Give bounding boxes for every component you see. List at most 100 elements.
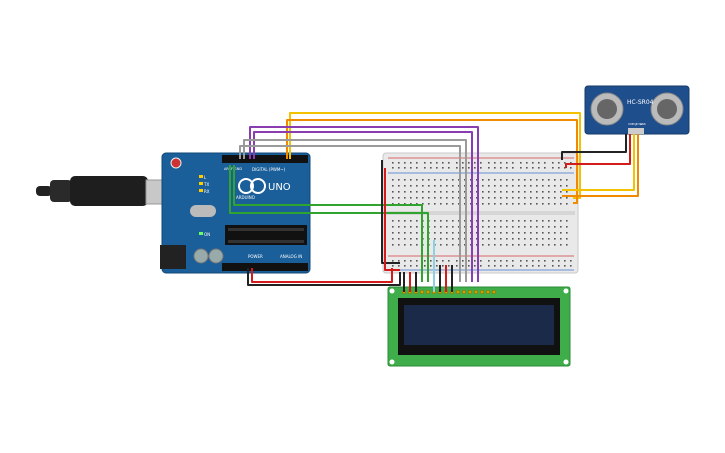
terminal-hole <box>566 185 568 187</box>
rail-hole <box>456 260 458 262</box>
terminal-hole <box>524 185 526 187</box>
terminal-hole <box>410 232 412 234</box>
ultrasonic-sensor: HC-SR04 VCC Trig Echo GND <box>584 85 690 135</box>
rail-hole <box>424 162 426 164</box>
l-led <box>199 175 203 178</box>
wire-purple-1[interactable] <box>249 126 479 282</box>
terminal-hole <box>542 226 544 228</box>
terminal-hole <box>428 203 430 205</box>
wire-red-sensor[interactable] <box>565 134 631 168</box>
terminal-hole <box>536 197 538 199</box>
wire-red-left[interactable] <box>384 168 400 271</box>
terminal-hole <box>410 203 412 205</box>
rail-hole <box>448 260 450 262</box>
terminal-hole <box>446 191 448 193</box>
rail-hole <box>442 167 444 169</box>
terminal-hole <box>404 220 406 222</box>
terminal-hole <box>446 232 448 234</box>
wire-green-1[interactable] <box>229 165 429 282</box>
terminal-hole <box>416 226 418 228</box>
rail-hole <box>512 162 514 164</box>
terminal-hole <box>458 185 460 187</box>
terminal-hole <box>446 244 448 246</box>
rail-hole <box>532 162 534 164</box>
terminal-hole <box>524 220 526 222</box>
terminal-hole <box>554 244 556 246</box>
terminal-hole <box>392 191 394 193</box>
rail-hole <box>416 260 418 262</box>
rail-hole <box>538 167 540 169</box>
terminal-hole <box>470 232 472 234</box>
rail-hole <box>552 265 554 267</box>
lcd-mount-hole-br <box>563 359 569 365</box>
rail-hole <box>416 265 418 267</box>
terminal-hole <box>488 179 490 181</box>
terminal-hole <box>506 244 508 246</box>
terminal-hole <box>422 185 424 187</box>
rail-hole <box>474 265 476 267</box>
terminal-hole <box>494 244 496 246</box>
terminal-hole <box>518 185 520 187</box>
rail-hole <box>488 265 490 267</box>
terminal-hole <box>440 185 442 187</box>
terminal-hole <box>506 197 508 199</box>
rail-hole <box>424 260 426 262</box>
wire-green-2[interactable] <box>233 165 423 282</box>
terminal-hole <box>392 232 394 234</box>
rail-hole <box>526 167 528 169</box>
rail-hole <box>392 260 394 262</box>
terminal-hole <box>434 238 436 240</box>
terminal-hole <box>404 185 406 187</box>
terminal-hole <box>416 185 418 187</box>
terminal-hole <box>518 191 520 193</box>
terminal-hole <box>482 185 484 187</box>
tx-label: TX <box>203 182 209 187</box>
terminal-hole <box>476 220 478 222</box>
terminal-hole <box>440 238 442 240</box>
digital-header <box>222 155 308 163</box>
rail-hole <box>404 167 406 169</box>
lcd-pin <box>467 289 473 295</box>
chip-pins-top <box>228 228 304 231</box>
wire-black-sensor[interactable] <box>561 134 627 160</box>
rail-hole <box>544 162 546 164</box>
wire-orange-sensor[interactable] <box>562 134 639 197</box>
rail-hole <box>436 162 438 164</box>
crystal <box>190 205 216 217</box>
terminal-hole <box>470 238 472 240</box>
terminal-hole <box>512 179 514 181</box>
terminal-hole <box>500 238 502 240</box>
terminal-hole <box>536 220 538 222</box>
terminal-hole <box>458 226 460 228</box>
rail-hole <box>474 167 476 169</box>
terminal-hole <box>512 191 514 193</box>
wire-gray-2[interactable] <box>239 145 461 282</box>
terminal-hole <box>512 220 514 222</box>
wire-black-gnd[interactable] <box>247 268 401 286</box>
wire-red-5v[interactable] <box>251 268 393 283</box>
terminal-hole <box>542 238 544 240</box>
terminal-hole <box>440 197 442 199</box>
terminal-hole <box>470 203 472 205</box>
terminal-hole <box>476 185 478 187</box>
terminal-hole <box>530 191 532 193</box>
rail-hole <box>570 265 572 267</box>
wire-black-left[interactable] <box>381 160 400 264</box>
rail-hole <box>468 265 470 267</box>
terminal-hole <box>566 197 568 199</box>
terminal-hole <box>434 197 436 199</box>
rail-hole <box>436 265 438 267</box>
wire-gray-1[interactable] <box>243 139 467 282</box>
wire-yellow-sensor[interactable] <box>562 134 635 191</box>
terminal-hole <box>482 244 484 246</box>
reset-button[interactable] <box>170 157 182 169</box>
terminal-hole <box>452 238 454 240</box>
rail-hole <box>494 162 496 164</box>
sensor-transducer-right-mesh <box>657 99 677 119</box>
terminal-hole <box>554 185 556 187</box>
terminal-hole <box>392 244 394 246</box>
digital-label: DIGITAL (PWM~) <box>252 167 286 172</box>
terminal-hole <box>542 232 544 234</box>
terminal-hole <box>422 197 424 199</box>
lcd-pin <box>419 289 425 295</box>
